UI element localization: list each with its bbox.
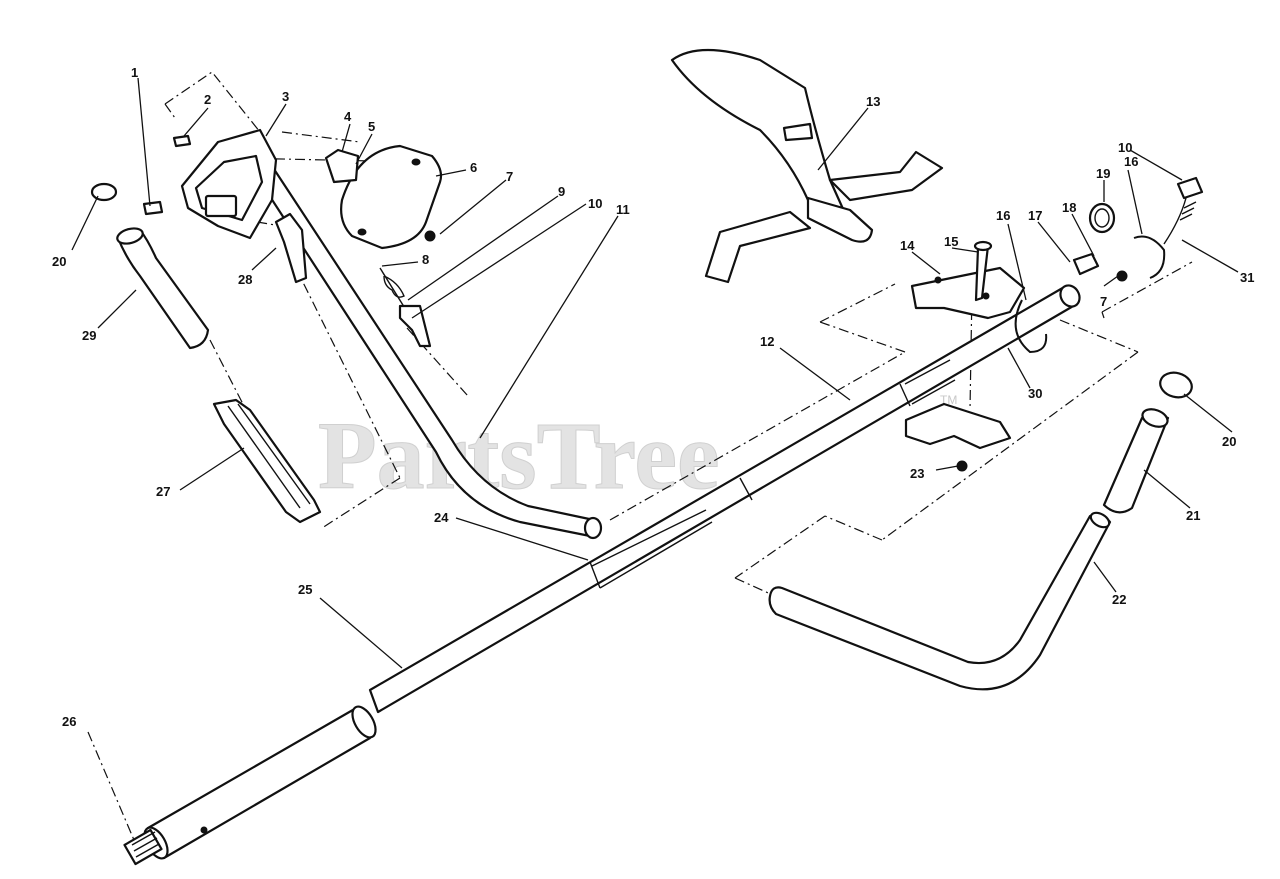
- callout-20-right: 20: [1222, 434, 1236, 449]
- callout-7: 7: [506, 169, 513, 184]
- callout-25: 25: [298, 582, 312, 597]
- callout-2: 2: [204, 92, 211, 107]
- callout-11: 11: [616, 202, 630, 217]
- callout-16-right: 16: [1124, 154, 1138, 169]
- callout-10-left: 10: [588, 196, 602, 211]
- callout-12: 12: [760, 334, 774, 349]
- callouts: 1 2 3 4 5 6 7 8 9 10 11 12 13 14 15 16 1…: [52, 65, 1254, 729]
- callout-28: 28: [238, 272, 252, 287]
- callout-18: 18: [1062, 200, 1076, 215]
- grip-group: [90, 182, 322, 524]
- callout-31: 31: [1240, 270, 1254, 285]
- callout-7-right: 7: [1100, 294, 1107, 309]
- callout-30: 30: [1028, 386, 1042, 401]
- leader-lines: [71, 77, 1239, 841]
- clamp-group: [904, 240, 1026, 472]
- handle-assembly: [768, 371, 1193, 691]
- callout-24: 24: [434, 510, 449, 525]
- callout-6: 6: [470, 160, 477, 175]
- callout-20-left: 20: [52, 254, 66, 269]
- callout-9: 9: [558, 184, 565, 199]
- callout-4: 4: [344, 109, 352, 124]
- callout-1: 1: [131, 65, 138, 80]
- callout-26: 26: [62, 714, 76, 729]
- callout-5: 5: [368, 119, 375, 134]
- callout-16-left: 16: [996, 208, 1010, 223]
- callout-17: 17: [1028, 208, 1042, 223]
- lower-tube: [123, 705, 377, 866]
- callout-15: 15: [944, 234, 958, 249]
- callout-27: 27: [156, 484, 170, 499]
- ring-fittings: [1014, 176, 1204, 354]
- callout-22: 22: [1112, 592, 1126, 607]
- callout-3: 3: [282, 89, 289, 104]
- main-shaft: [368, 284, 1081, 714]
- callout-21: 21: [1186, 508, 1200, 523]
- callout-14: 14: [900, 238, 915, 253]
- watermark: PartsTree: [318, 402, 720, 509]
- callout-19: 19: [1096, 166, 1110, 181]
- callout-23: 23: [910, 466, 924, 481]
- housing-group: [142, 128, 443, 348]
- callout-8: 8: [422, 252, 429, 267]
- callout-13: 13: [866, 94, 880, 109]
- callout-10-right: 10: [1118, 140, 1132, 155]
- harness-strap: [670, 48, 944, 284]
- callout-29: 29: [82, 328, 96, 343]
